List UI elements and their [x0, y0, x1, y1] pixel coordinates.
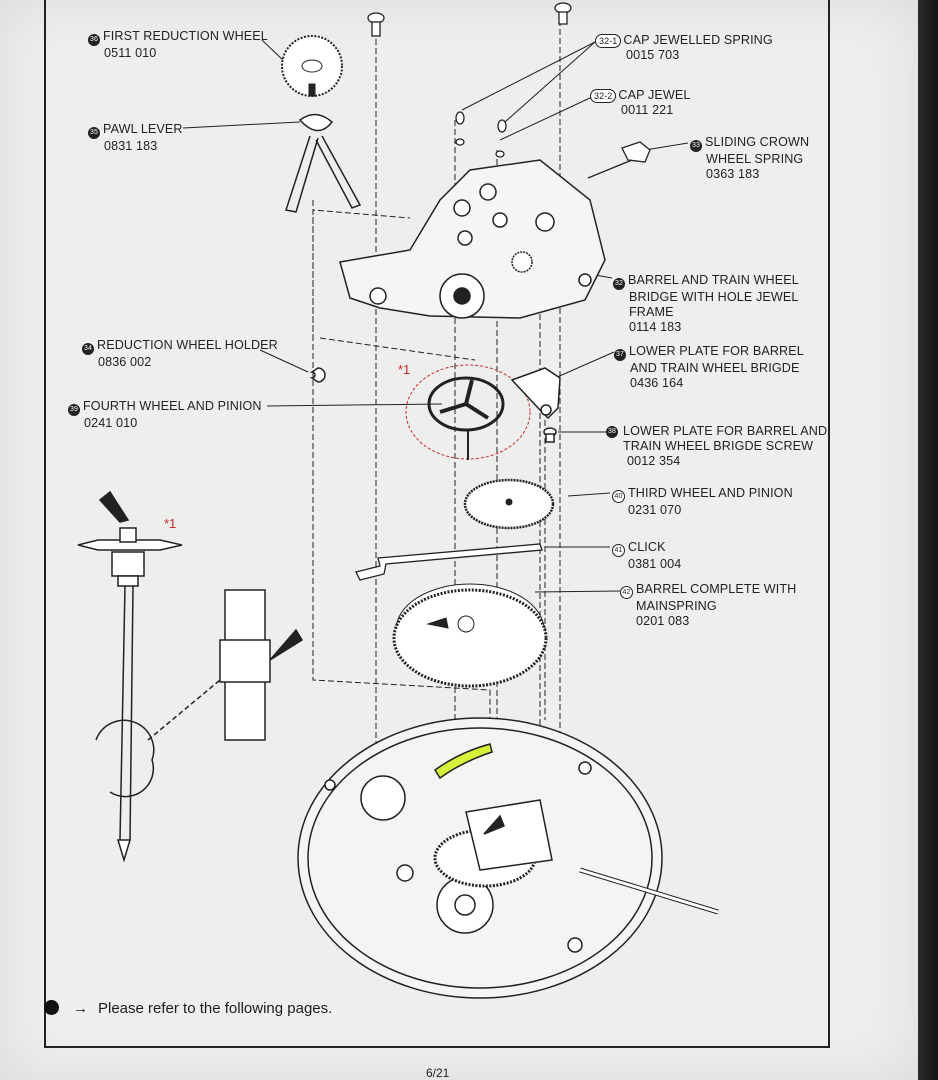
- part-name: LOWER PLATE FOR BARREL AND: [623, 424, 828, 438]
- callout-number: 32: [613, 278, 625, 290]
- callout-number: 40: [612, 490, 625, 503]
- part-code: 0015 703: [626, 48, 680, 62]
- callout-number-38: 38: [606, 426, 618, 438]
- leader-lines: [182, 39, 689, 593]
- callout-number: 37: [614, 349, 626, 361]
- page-number: 6/21: [426, 1066, 450, 1080]
- part-code: 0831 183: [104, 139, 158, 153]
- part-code: 0836 002: [98, 355, 152, 369]
- part-name-line2: BRIDGE WITH HOLE JEWEL: [629, 290, 799, 304]
- first-reduction-wheel-drawing: [281, 35, 343, 97]
- part-name-line2: MAINSPRING: [636, 599, 717, 613]
- part-name: LOWER PLATE FOR BARREL: [629, 344, 804, 358]
- star-note-fourth-wheel: *1: [398, 362, 411, 377]
- arrow-icon: →: [73, 1000, 88, 1017]
- part-code: 0201 083: [636, 614, 690, 628]
- part-name-line2: TRAIN WHEEL BRIGDE SCREW: [623, 439, 814, 453]
- part-name-line2: AND TRAIN WHEEL BRIGDE: [630, 361, 800, 375]
- part-code: 0436 164: [630, 376, 684, 390]
- callout-number: 32-1: [595, 34, 622, 48]
- callout-number: 32-2: [590, 89, 617, 103]
- movement-base-drawing: [297, 717, 719, 999]
- star-note-staff: *1: [164, 516, 177, 531]
- sliding-crown-wheel-spring-drawing: [587, 141, 651, 179]
- callout-number: 34: [82, 343, 94, 355]
- part-name: BARREL AND TRAIN WHEEL: [628, 273, 799, 287]
- part-name: CAP JEWEL: [618, 88, 691, 102]
- part-code: 0114 183: [629, 320, 682, 334]
- screws-top: [367, 2, 572, 158]
- part-code: 0363 183: [706, 167, 760, 181]
- highlighted-part: [433, 743, 493, 780]
- third-wheel-drawing: [463, 478, 555, 530]
- label-lower-plate-screw: LOWER PLATE FOR BARREL AND TRAIN WHEEL B…: [607, 424, 827, 469]
- callout-number: 33: [690, 140, 702, 152]
- callout-number: 41: [612, 544, 625, 557]
- callout-number: 39: [68, 404, 80, 416]
- fourth-wheel-drawing: [405, 364, 531, 460]
- click-drawing: [355, 543, 543, 581]
- part-code: 0231 070: [628, 503, 682, 517]
- part-name: BARREL COMPLETE WITH: [636, 582, 797, 596]
- callout-number: 35: [88, 127, 100, 139]
- page-border-frame: [44, 0, 830, 1048]
- black-dot-icon: [44, 1000, 59, 1015]
- staff-detail-drawing: [77, 490, 304, 863]
- assembly-dashed-lines: [312, 20, 561, 880]
- lower-plate-drawing: [510, 367, 561, 443]
- reduction-wheel-holder-drawing: [309, 367, 326, 383]
- part-name: CLICK: [628, 540, 666, 554]
- part-code: 0241 010: [84, 416, 138, 430]
- part-name: FIRST REDUCTION WHEEL: [103, 29, 268, 43]
- callout-number: 36: [88, 34, 100, 46]
- part-name: THIRD WHEEL AND PINION: [628, 486, 793, 500]
- part-code: 0381 004: [628, 557, 682, 571]
- part-name: SLIDING CROWN: [705, 135, 810, 149]
- part-name: REDUCTION WHEEL HOLDER: [97, 338, 278, 352]
- pawl-lever-drawing: [285, 113, 362, 213]
- barrel-drawing: [392, 583, 548, 688]
- part-name: CAP JEWELLED SPRING: [623, 33, 773, 47]
- callout-number: 42: [620, 586, 633, 599]
- footer-note: → Please refer to the following pages.: [44, 1000, 332, 1017]
- part-code: 0012 354: [627, 454, 681, 468]
- part-name: PAWL LEVER: [103, 122, 183, 136]
- barrel-bridge-drawing: [339, 159, 606, 319]
- part-name: FOURTH WHEEL AND PINION: [83, 399, 262, 413]
- part-name-line3: FRAME: [629, 305, 674, 319]
- part-name-line2: WHEEL SPRING: [706, 152, 804, 166]
- part-code: 0011 221: [621, 103, 674, 117]
- page-edge-shadow: [918, 0, 938, 1080]
- footer-text: Please refer to the following pages.: [98, 1000, 333, 1017]
- part-code: 0511 010: [104, 46, 157, 60]
